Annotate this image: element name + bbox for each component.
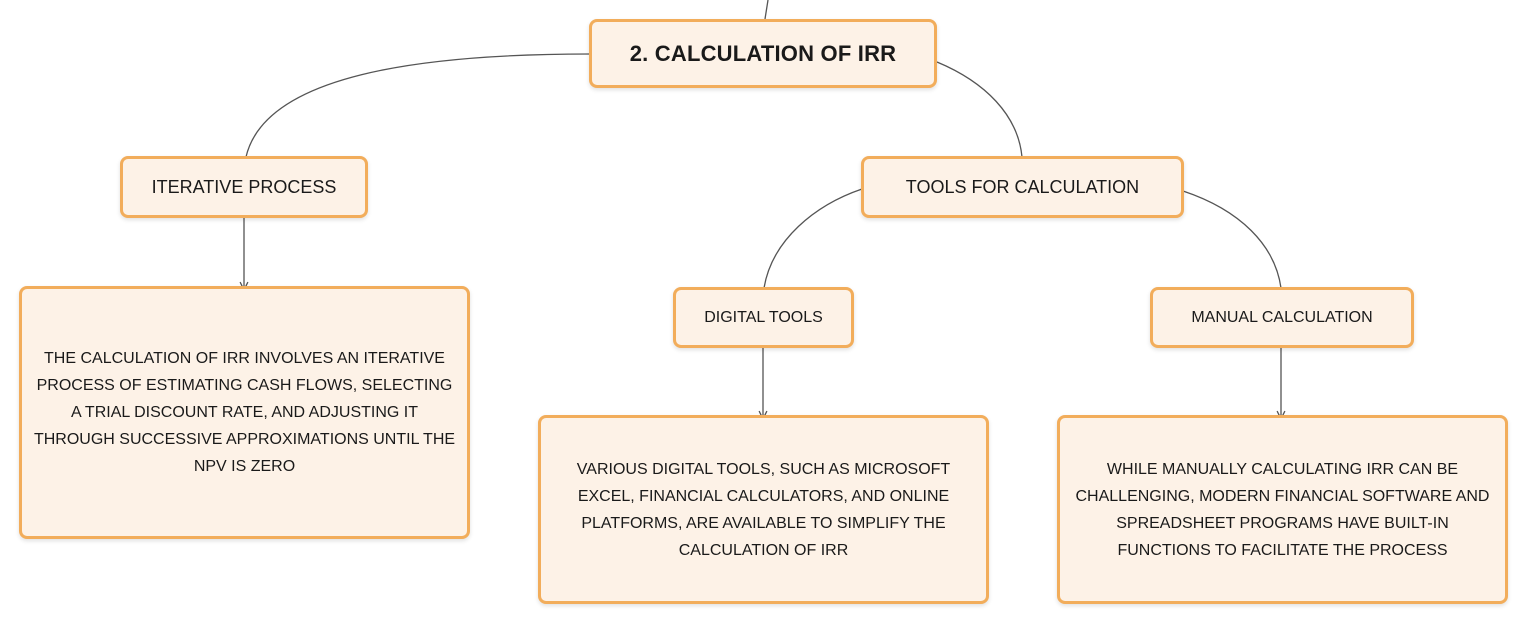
connector-incoming-root: [764, 0, 769, 20]
connector-tools-to-manual: [1182, 190, 1282, 289]
connector-root-to-tools: [936, 61, 1023, 158]
iterative-process-node[interactable]: ITERATIVE PROCESS: [120, 156, 368, 218]
connector-tools-to-digital: [763, 188, 863, 289]
manual-calculation-node[interactable]: MANUAL CALCULATION: [1150, 287, 1414, 348]
tools-for-calculation-node[interactable]: TOOLS FOR CALCULATION: [861, 156, 1184, 218]
connector-root-to-iterative: [245, 53, 591, 158]
iterative-detail-node[interactable]: THE CALCULATION OF IRR INVOLVES AN ITERA…: [19, 286, 470, 539]
manual-detail-node[interactable]: WHILE MANUALLY CALCULATING IRR CAN BE CH…: [1057, 415, 1508, 604]
digital-tools-node[interactable]: DIGITAL TOOLS: [673, 287, 854, 348]
root-node[interactable]: 2. CALCULATION OF IRR: [589, 19, 937, 88]
digital-detail-node[interactable]: VARIOUS DIGITAL TOOLS, SUCH AS MICROSOFT…: [538, 415, 989, 604]
